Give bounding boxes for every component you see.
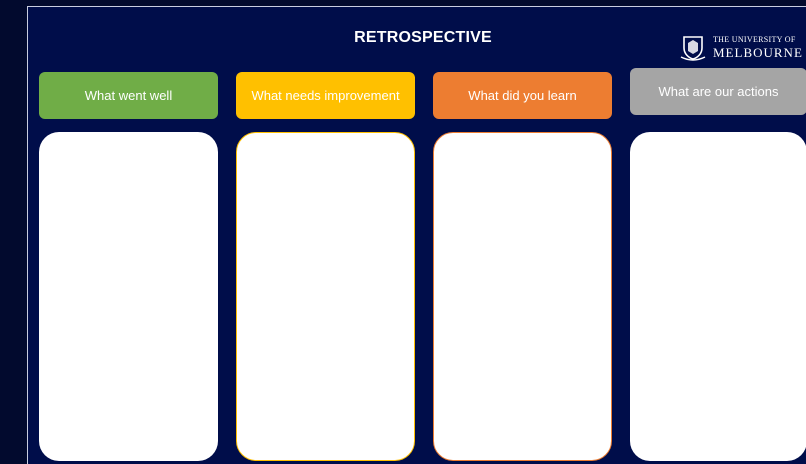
- column-header-needs-improvement: What needs improvement: [236, 72, 415, 119]
- column-header-our-actions: What are our actions: [630, 68, 806, 115]
- card-our-actions[interactable]: [630, 132, 806, 461]
- column-header-label: What are our actions: [658, 84, 779, 99]
- column-header-went-well: What went well: [39, 72, 218, 119]
- university-crest-icon: [680, 36, 706, 61]
- university-logo: THE UNIVERSITY OF MELBOURNE: [679, 32, 806, 62]
- column-header-did-you-learn: What did you learn: [433, 72, 612, 119]
- column-header-label: What needs improvement: [251, 88, 400, 103]
- slide-title: RETROSPECTIVE: [354, 29, 492, 46]
- column-header-label: What went well: [84, 88, 173, 103]
- logo-text: THE UNIVERSITY OF MELBOURNE: [713, 34, 803, 60]
- column-header-label: What did you learn: [468, 88, 577, 103]
- retrospective-slide: RETROSPECTIVE THE UNIVERSITY OF MELBOURN…: [27, 6, 806, 464]
- card-did-you-learn[interactable]: [433, 132, 612, 461]
- logo-line-2: MELBOURNE: [713, 44, 803, 60]
- logo-line-1: THE UNIVERSITY OF: [713, 34, 796, 44]
- card-needs-improvement[interactable]: [236, 132, 415, 461]
- card-went-well[interactable]: [39, 132, 218, 461]
